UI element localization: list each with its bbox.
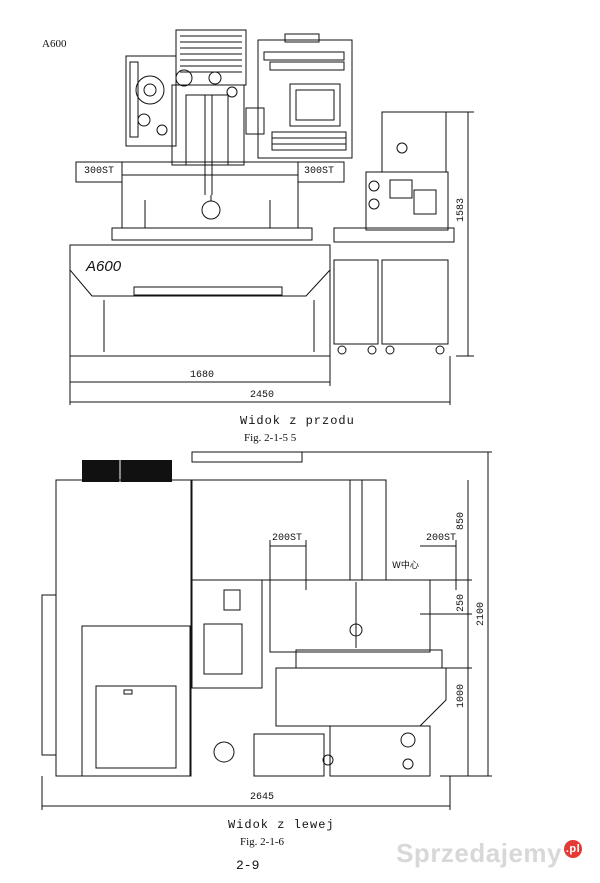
watermark-badge: .pl [564,840,582,859]
dim-label-side-stroke-right: 200ST [426,533,457,544]
dim-label-2450: 2450 [250,390,275,401]
front-brand-label: A600 [86,258,122,275]
front-bed-upper [121,161,299,229]
side-bed [269,579,431,653]
side-view-caption: Widok z lewej [228,818,335,832]
front-view-caption: Widok z przodu [240,414,355,428]
side-view-fig: Fig. 2-1-6 [240,836,284,848]
front-view [69,29,474,405]
top-vent [82,460,172,482]
side-head-icon [349,623,363,637]
dim-label-1680: 1680 [190,370,215,381]
cnc-screen [289,83,341,127]
control-panel [257,39,353,159]
dim-label-250: 250 [456,593,467,612]
model-label: A600 [42,38,67,50]
dim-label-1583: 1583 [456,197,467,222]
watermark-text: Sprzedajemy [396,838,562,868]
work-table [111,227,313,241]
side-view [41,451,492,810]
column-top-cabinet [175,29,247,86]
side-column [191,479,363,581]
dielectric-unit [381,111,447,173]
dim-label-850: 850 [456,511,467,530]
dim-label-side-stroke-left: 200ST [272,533,303,544]
dim-label-2100: 2100 [476,601,487,626]
dim-label-1000: 1000 [456,683,467,708]
side-left-cabinet [55,479,192,777]
w-center-label: W中心 [392,561,419,571]
page-number: 2-9 [236,858,260,873]
watermark: Sprzedajemy.pl [396,838,582,869]
dim-label-front-stroke-left: 300ST [84,166,115,177]
wire-spool-cabinet [125,55,177,147]
work-head-icon [201,200,221,220]
front-view-fig: Fig. 2-1-5 5 [244,432,297,444]
dim-label-front-stroke-right: 300ST [304,166,335,177]
dim-label-2645: 2645 [250,792,275,803]
